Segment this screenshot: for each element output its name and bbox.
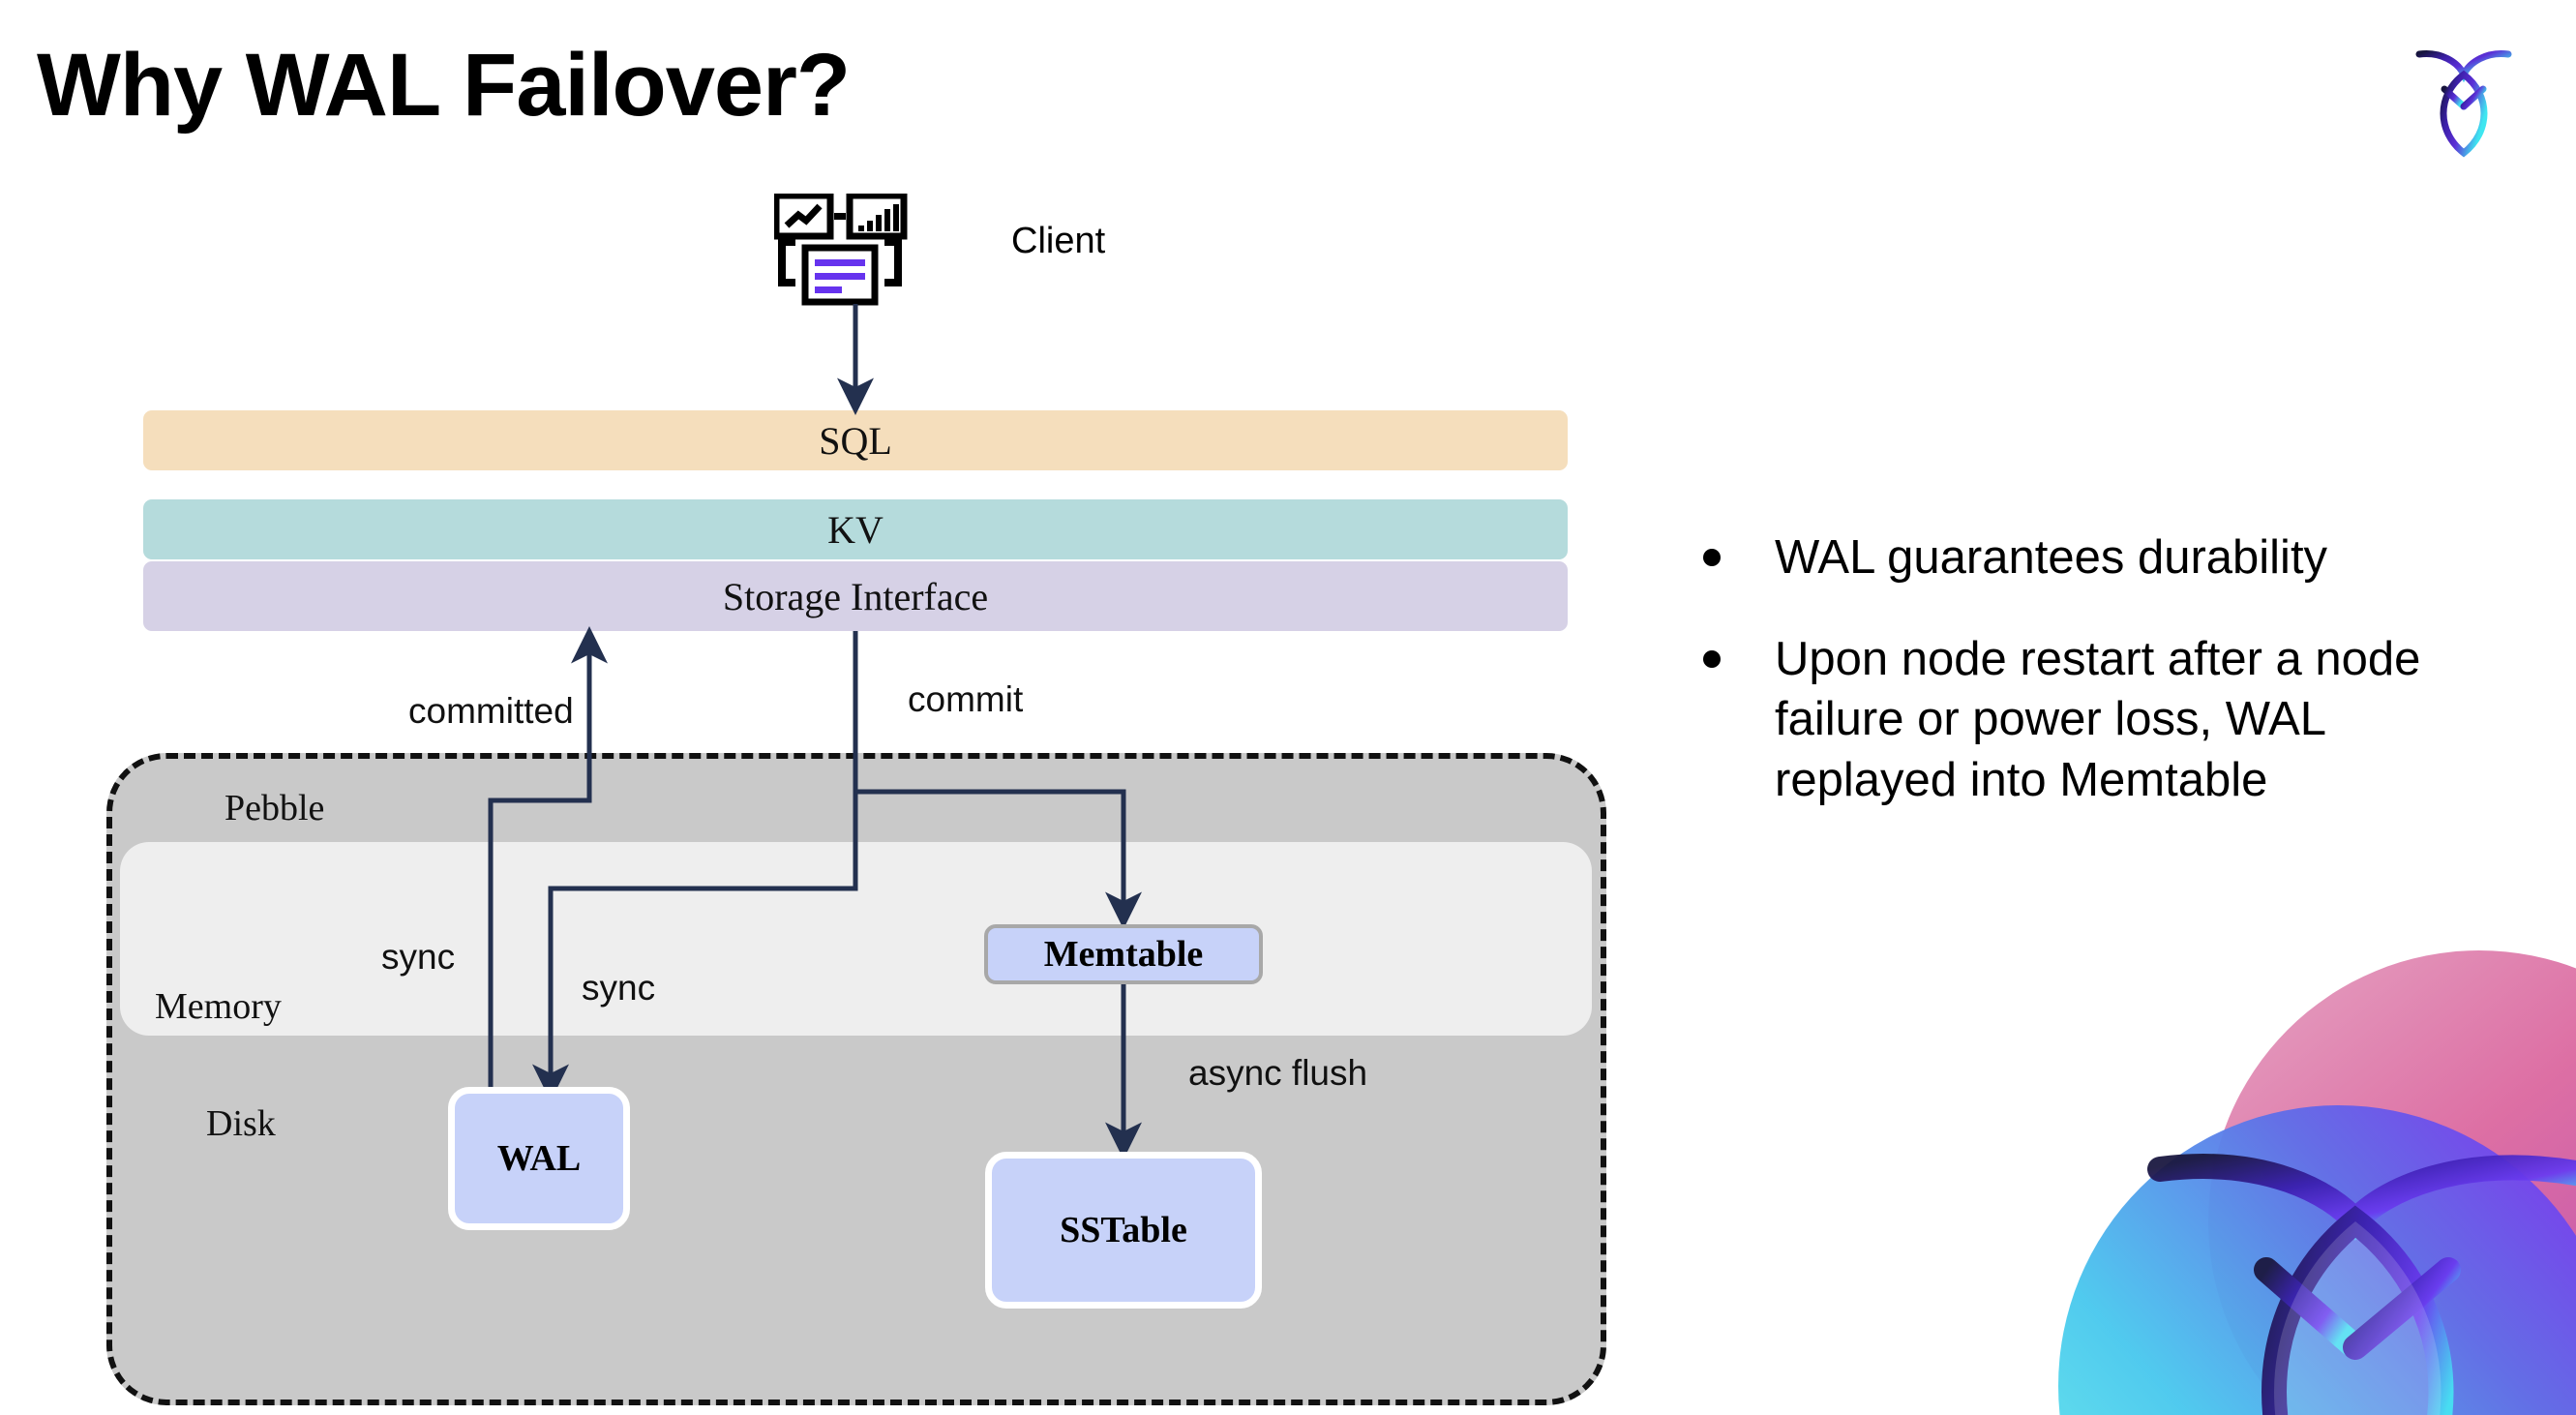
bullet-list: WAL guarantees durability Upon node rest… <box>1703 527 2506 852</box>
memory-region <box>120 842 1592 1036</box>
page-title: Why WAL Failover? <box>37 36 851 135</box>
node-memtable[interactable]: Memtable <box>984 924 1263 984</box>
bullet-dot-icon <box>1703 649 1721 668</box>
node-sstable-label: SSTable <box>1060 1210 1187 1250</box>
bullet-dot-icon <box>1703 549 1721 566</box>
node-wal[interactable]: WAL <box>448 1087 630 1230</box>
client-terminal-icon <box>772 192 929 329</box>
node-wal-label: WAL <box>496 1138 582 1179</box>
layer-bar-kv-label: KV <box>827 507 884 552</box>
list-item: WAL guarantees durability <box>1703 527 2506 588</box>
node-memtable-label: Memtable <box>1043 934 1204 975</box>
layer-bar-sql[interactable]: SQL <box>143 410 1568 470</box>
edge-label-sync-right: sync <box>582 968 656 1008</box>
decorative-circles <box>1976 931 2576 1415</box>
layer-bar-storage-interface[interactable]: Storage Interface <box>143 561 1568 631</box>
disk-label: Disk <box>206 1103 276 1144</box>
memory-label: Memory <box>155 986 282 1027</box>
edge-label-sync-left: sync <box>381 937 456 977</box>
cockroachdb-logo <box>2408 35 2520 161</box>
architecture-diagram: Client SQL KV Storage Interface Pebble M… <box>106 192 1606 1405</box>
edge-label-async-flush: async flush <box>1188 1053 1368 1093</box>
edge-label-commit: commit <box>908 679 1024 719</box>
edge-label-committed: committed <box>408 691 574 731</box>
layer-bar-kv[interactable]: KV <box>143 499 1568 559</box>
pebble-label: Pebble <box>225 788 325 828</box>
node-sstable[interactable]: SSTable <box>985 1152 1262 1309</box>
bullet-text: Upon node restart after a node failure o… <box>1775 632 2421 807</box>
layer-bar-sql-label: SQL <box>819 418 892 463</box>
client-label: Client <box>1011 221 1106 261</box>
bullet-text: WAL guarantees durability <box>1775 531 2328 584</box>
layer-bar-storage-interface-label: Storage Interface <box>722 574 989 618</box>
list-item: Upon node restart after a node failure o… <box>1703 629 2506 811</box>
